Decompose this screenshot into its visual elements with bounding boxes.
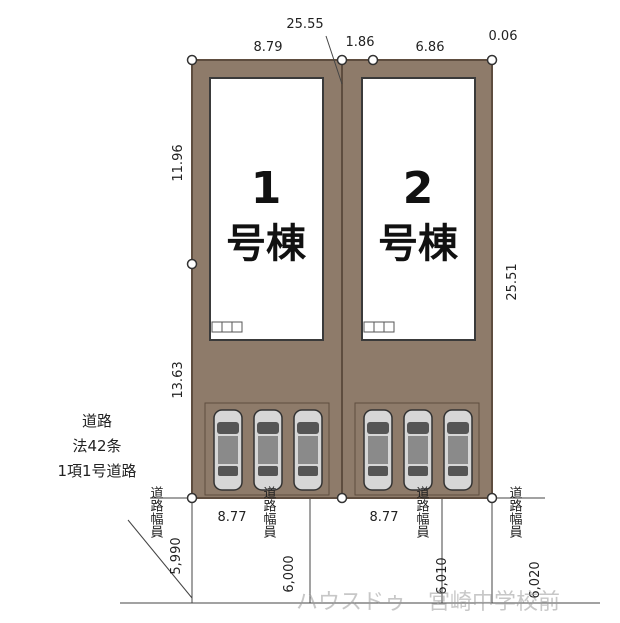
road-width-label-2: 道路幅員 6,000 <box>261 486 298 593</box>
road-width-caption: 道路幅員 <box>261 486 277 538</box>
road-width-value: 6,010 <box>435 557 450 594</box>
car-icon <box>293 409 323 491</box>
car-icon <box>253 409 283 491</box>
road-width-label-3: 道路幅員 6,010 <box>414 486 451 595</box>
car-icon <box>213 409 243 491</box>
dim-right: 25.51 <box>505 263 520 300</box>
parked-cars <box>213 409 473 491</box>
dim-top-lot1: 8.79 <box>254 40 283 55</box>
dim-top-gap: 1.86 <box>346 35 375 50</box>
boundary-point <box>186 54 198 66</box>
boundary-point <box>336 54 348 66</box>
building-2-number: 2 <box>403 163 434 214</box>
dim-bottom-lot2: 8.77 <box>370 510 399 525</box>
car-icon <box>403 409 433 491</box>
boundary-point <box>367 54 379 66</box>
building-2-entrance <box>363 321 395 333</box>
parking-area-1 <box>204 402 330 496</box>
road-width-caption: 道路幅員 <box>507 486 523 538</box>
road-law: 法42条 <box>72 437 121 455</box>
road-width-value: 6,020 <box>528 561 543 598</box>
dim-left-lower: 13.63 <box>171 361 186 398</box>
road-leader-line <box>127 519 193 599</box>
building-1 <box>209 77 324 341</box>
dim-top-total: 25.55 <box>286 17 323 32</box>
boundary-points <box>186 54 498 504</box>
road-width-value: 6,000 <box>282 555 297 592</box>
building-2-label: 号棟 <box>378 221 459 267</box>
building-1-label: 号棟 <box>226 221 307 267</box>
boundary-point <box>486 54 498 66</box>
dim-top-corner: 0.06 <box>489 29 518 44</box>
road-width-value: 5,990 <box>169 537 184 574</box>
road-width-caption: 道路幅員 <box>148 486 164 538</box>
dim-bottom-lot1: 8.77 <box>218 510 247 525</box>
boundary-point <box>336 492 348 504</box>
car-icon <box>443 409 473 491</box>
building-1-entrance <box>211 321 243 333</box>
road-title: 道路 <box>82 412 112 430</box>
boundary-point <box>486 492 498 504</box>
building-2 <box>361 77 476 341</box>
total-width-leader <box>325 35 343 85</box>
dim-top-lot2: 6.86 <box>416 40 445 55</box>
boundary-point <box>186 258 198 270</box>
road-type: 1項1号道路 <box>57 462 136 480</box>
road-width-label-4: 道路幅員 6,020 <box>507 486 544 599</box>
parking-area-2 <box>354 402 480 496</box>
building-1-number: 1 <box>251 163 282 214</box>
dim-left-upper: 11.96 <box>171 144 186 181</box>
boundary-point <box>186 492 198 504</box>
watermark-text: ハウスドゥ 宮崎中学校前 <box>296 590 560 615</box>
road-width-label-1: 道路幅員 5,990 <box>148 486 185 575</box>
car-icon <box>363 409 393 491</box>
road-width-caption: 道路幅員 <box>414 486 430 538</box>
